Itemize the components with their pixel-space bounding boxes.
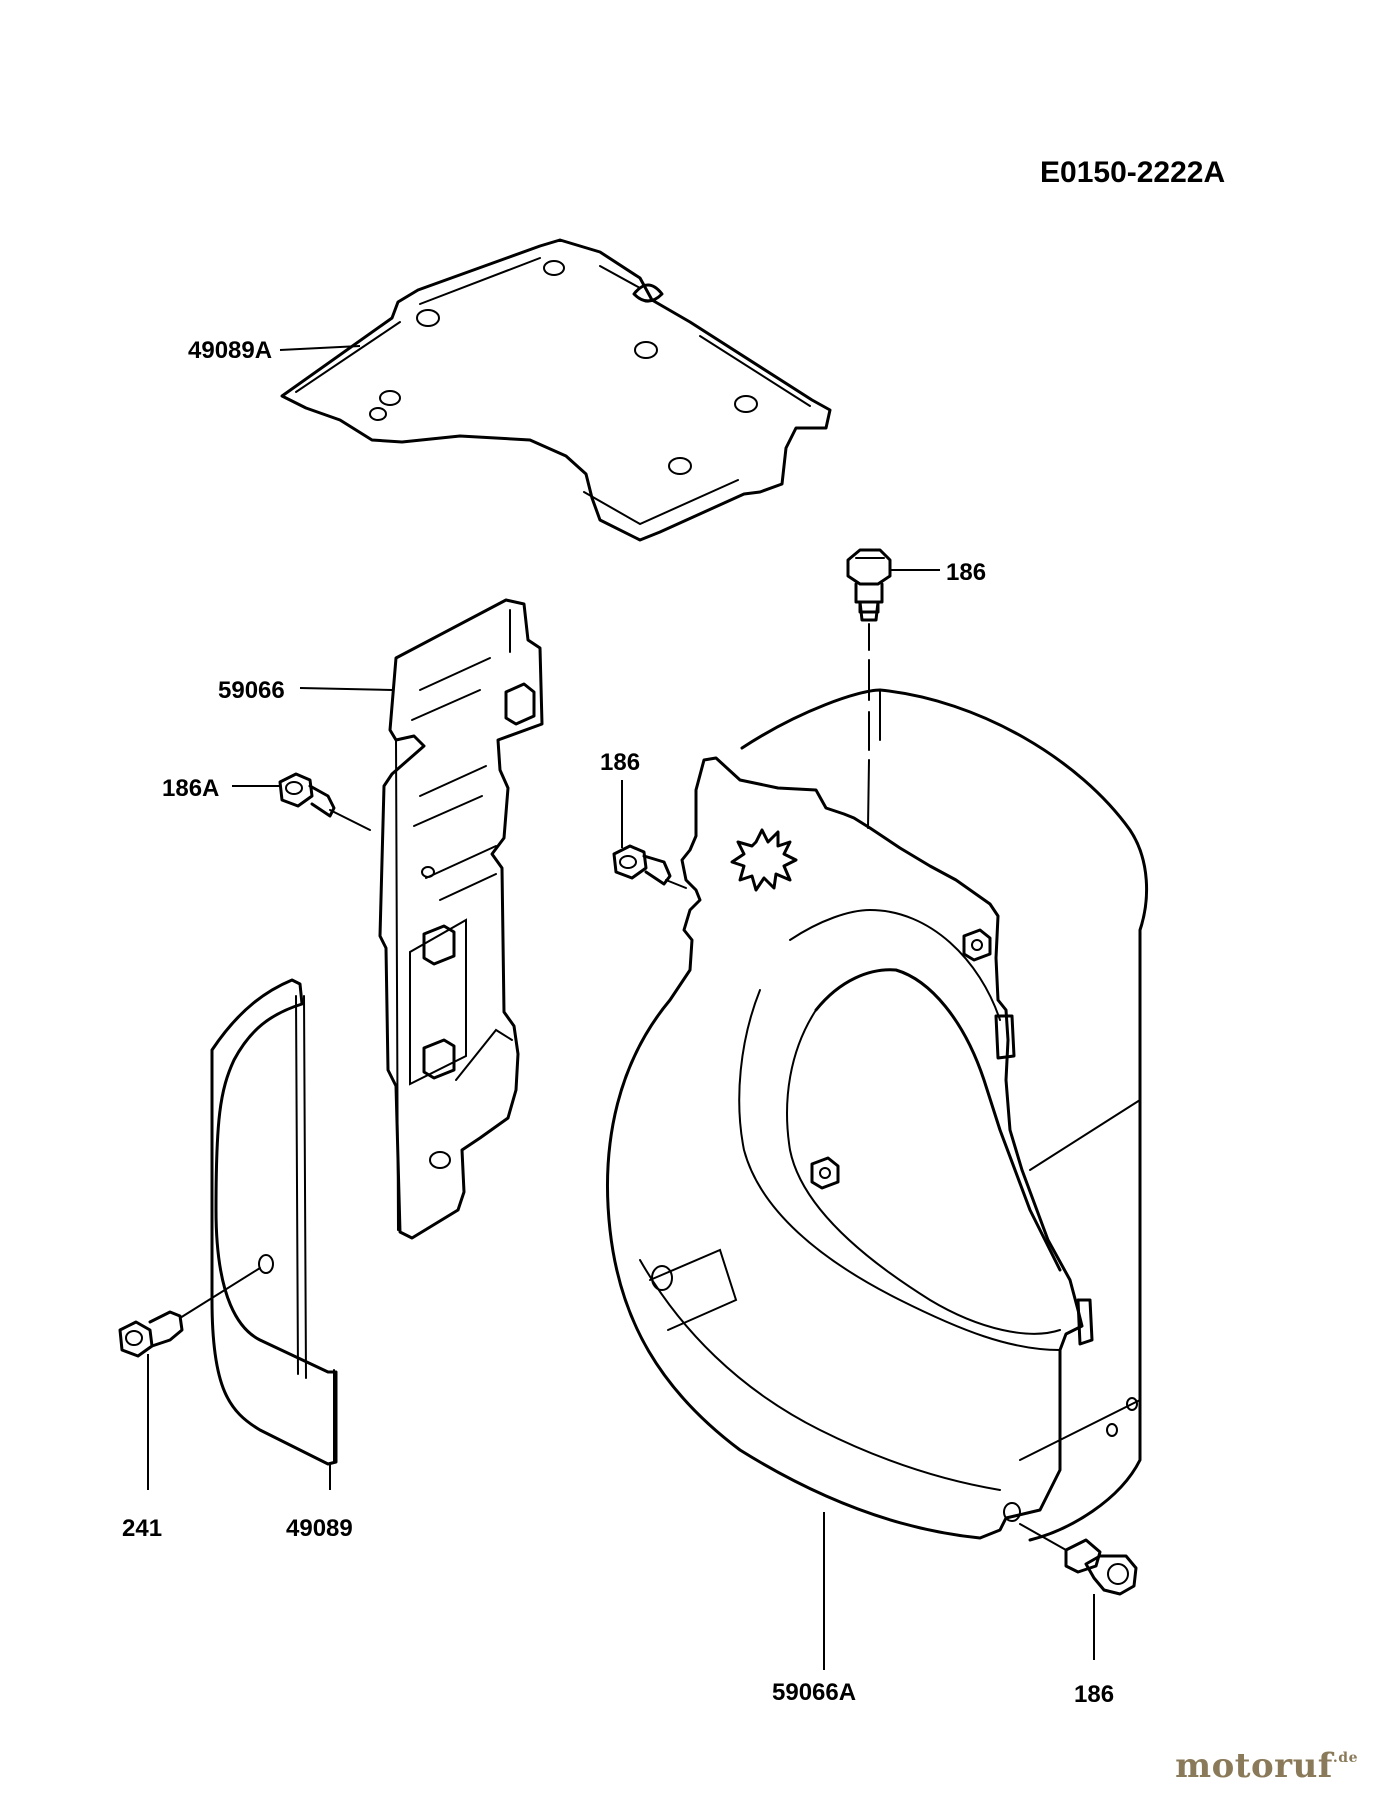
bracket-59066: [378, 598, 544, 1240]
callout-49089: 49089: [286, 1515, 353, 1542]
callout-59066a: 59066A: [772, 1679, 856, 1706]
leader-49089a: [279, 345, 361, 351]
bolt-186-mid: [612, 844, 687, 889]
callout-59066: 59066: [218, 677, 285, 704]
callout-186-bottom: 186: [1074, 1681, 1114, 1708]
callout-241: 241: [122, 1515, 162, 1542]
bolt-241: [118, 1267, 261, 1358]
bolt-186-top: [846, 548, 892, 829]
watermark-logo: motoruf.de: [1175, 1746, 1358, 1786]
watermark-tld: .de: [1332, 1750, 1358, 1766]
callout-186-mid: 186: [600, 749, 640, 776]
bolt-186a: [278, 772, 371, 831]
callout-186a: 186A: [162, 775, 219, 802]
watermark-main: motoruf: [1175, 1746, 1333, 1786]
housing-59066a: [606, 688, 1148, 1542]
leader-59066: [299, 687, 393, 691]
cover-49089: [210, 978, 338, 1466]
bolt-186-bottom: [1019, 1523, 1138, 1596]
diagram-code: E0150-2222A: [1040, 156, 1225, 189]
callout-186-top: 186: [946, 559, 986, 586]
plate-49089a: [280, 238, 832, 542]
callout-49089a: 49089A: [188, 337, 272, 364]
